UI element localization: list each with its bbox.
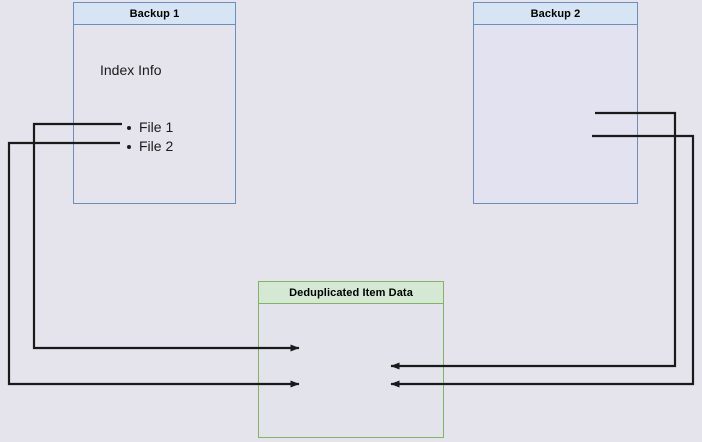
node-backup-1-title: Backup 1 <box>74 3 235 25</box>
node-deduplicated-item-data[interactable]: Deduplicated Item Data <box>258 281 444 438</box>
node-backup-2-title: Backup 2 <box>474 3 637 25</box>
node-deduplicated-item-data-body <box>259 304 443 437</box>
node-backup-1-body <box>74 25 235 203</box>
node-backup-2[interactable]: Backup 2 <box>473 2 638 204</box>
backup-1-index-info-label: Index Info <box>100 62 162 78</box>
node-deduplicated-item-data-title: Deduplicated Item Data <box>259 282 443 304</box>
node-backup-1[interactable]: Backup 1 <box>73 2 236 204</box>
node-backup-2-body <box>474 25 637 203</box>
